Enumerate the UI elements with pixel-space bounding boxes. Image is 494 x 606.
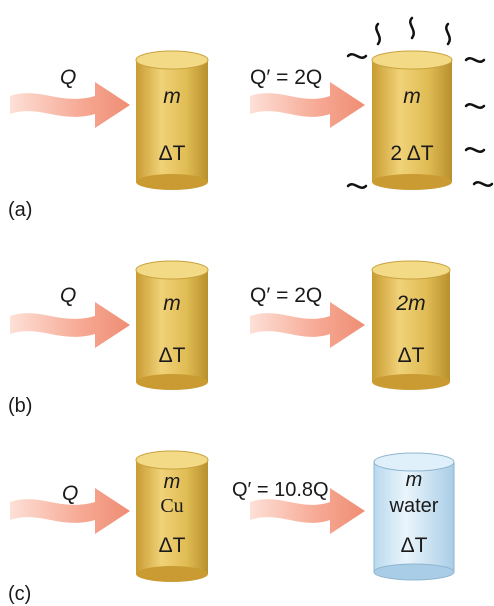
panel-a: Q m ΔT Q′ = 2Q m 2 ΔT (a): [8, 16, 494, 221]
heat-label: Q′ = 2Q: [250, 66, 322, 89]
mass-label: m: [163, 85, 181, 108]
cylinder: [135, 50, 209, 190]
heat-arrow: [250, 302, 365, 348]
heat-arrow: [10, 488, 130, 534]
heat-label: Q: [62, 482, 78, 505]
panel-b: Q m ΔT Q′ = 2Q 2m ΔT (b): [8, 260, 451, 417]
mass-label: m: [406, 469, 423, 491]
cylinder: [135, 260, 209, 390]
heat-arrow: [250, 488, 365, 534]
temp-label: 2 ΔT: [390, 142, 433, 165]
material-label: water: [389, 495, 439, 517]
cylinder: [371, 50, 453, 190]
panel-label: (b): [8, 395, 32, 417]
heat-label: Q′ = 10.8Q: [232, 479, 329, 501]
temp-label: ΔT: [401, 534, 428, 557]
panel-label: (c): [8, 583, 31, 605]
panel-label: (a): [8, 199, 32, 221]
heat-label: Q′ = 2Q: [250, 284, 322, 307]
mass-label: m: [403, 85, 421, 108]
heat-arrow: [250, 82, 365, 128]
temp-label: ΔT: [159, 534, 186, 557]
mass-label: m: [164, 471, 181, 493]
material-label: Cu: [160, 495, 183, 517]
cylinder: [371, 260, 451, 390]
mass-label: 2m: [395, 292, 425, 315]
water-glass: [373, 452, 455, 581]
heat-squiggles: [346, 16, 494, 189]
mass-label: m: [163, 292, 181, 315]
temp-label: ΔT: [398, 344, 425, 367]
heat-label: Q: [60, 284, 76, 307]
panel-c: Q m Cu ΔT Q′ = 10.8Q m water ΔT (c): [8, 450, 455, 605]
temp-label: ΔT: [159, 344, 186, 367]
heat-label: Q: [60, 66, 76, 89]
cylinder: [135, 450, 209, 582]
heat-arrow: [10, 302, 130, 348]
temp-label: ΔT: [159, 142, 186, 165]
heat-arrow: [10, 82, 130, 128]
